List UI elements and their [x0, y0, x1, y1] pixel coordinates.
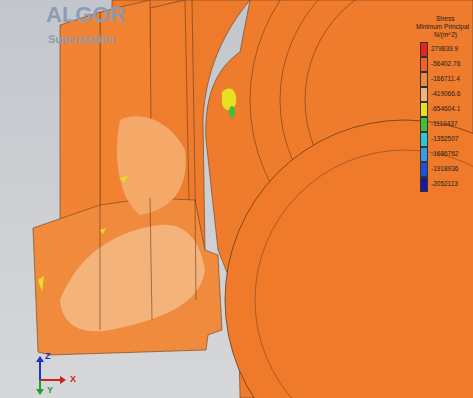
legend-value: -166711.4 [431, 76, 460, 83]
legend-swatch [420, 117, 428, 132]
legend-title: Minimum Principal [416, 24, 469, 31]
legend-swatch [420, 87, 428, 102]
axis-label: Y [47, 386, 53, 395]
legend-value: -1119437 [431, 121, 458, 128]
legend-swatch [420, 162, 428, 177]
watermark: Superstation [48, 34, 115, 45]
axis-label: X [70, 375, 76, 384]
legend-swatch [420, 177, 428, 192]
legend-unit: N/(m^2) [434, 32, 457, 39]
legend-value: -1352507 [431, 136, 458, 143]
legend-value: 279839.9 [431, 46, 458, 53]
watermark: ALGOR [46, 4, 125, 26]
axis-label: Z [45, 352, 51, 361]
legend-swatch [420, 57, 428, 72]
legend-swatch [420, 42, 428, 57]
legend-title: Stress [436, 16, 454, 23]
legend-value: -654604.1 [431, 106, 460, 113]
legend-value: -2052113 [431, 181, 458, 188]
legend-swatch [420, 147, 428, 162]
legend-value: -56402.76 [431, 61, 460, 68]
legend-swatch [420, 72, 428, 87]
legend-value: -1686762 [431, 151, 458, 158]
legend-value: -1918936 [431, 166, 458, 173]
legend-swatch [420, 102, 428, 117]
legend-value: -419066.6 [431, 91, 460, 98]
legend-swatch [420, 132, 428, 147]
